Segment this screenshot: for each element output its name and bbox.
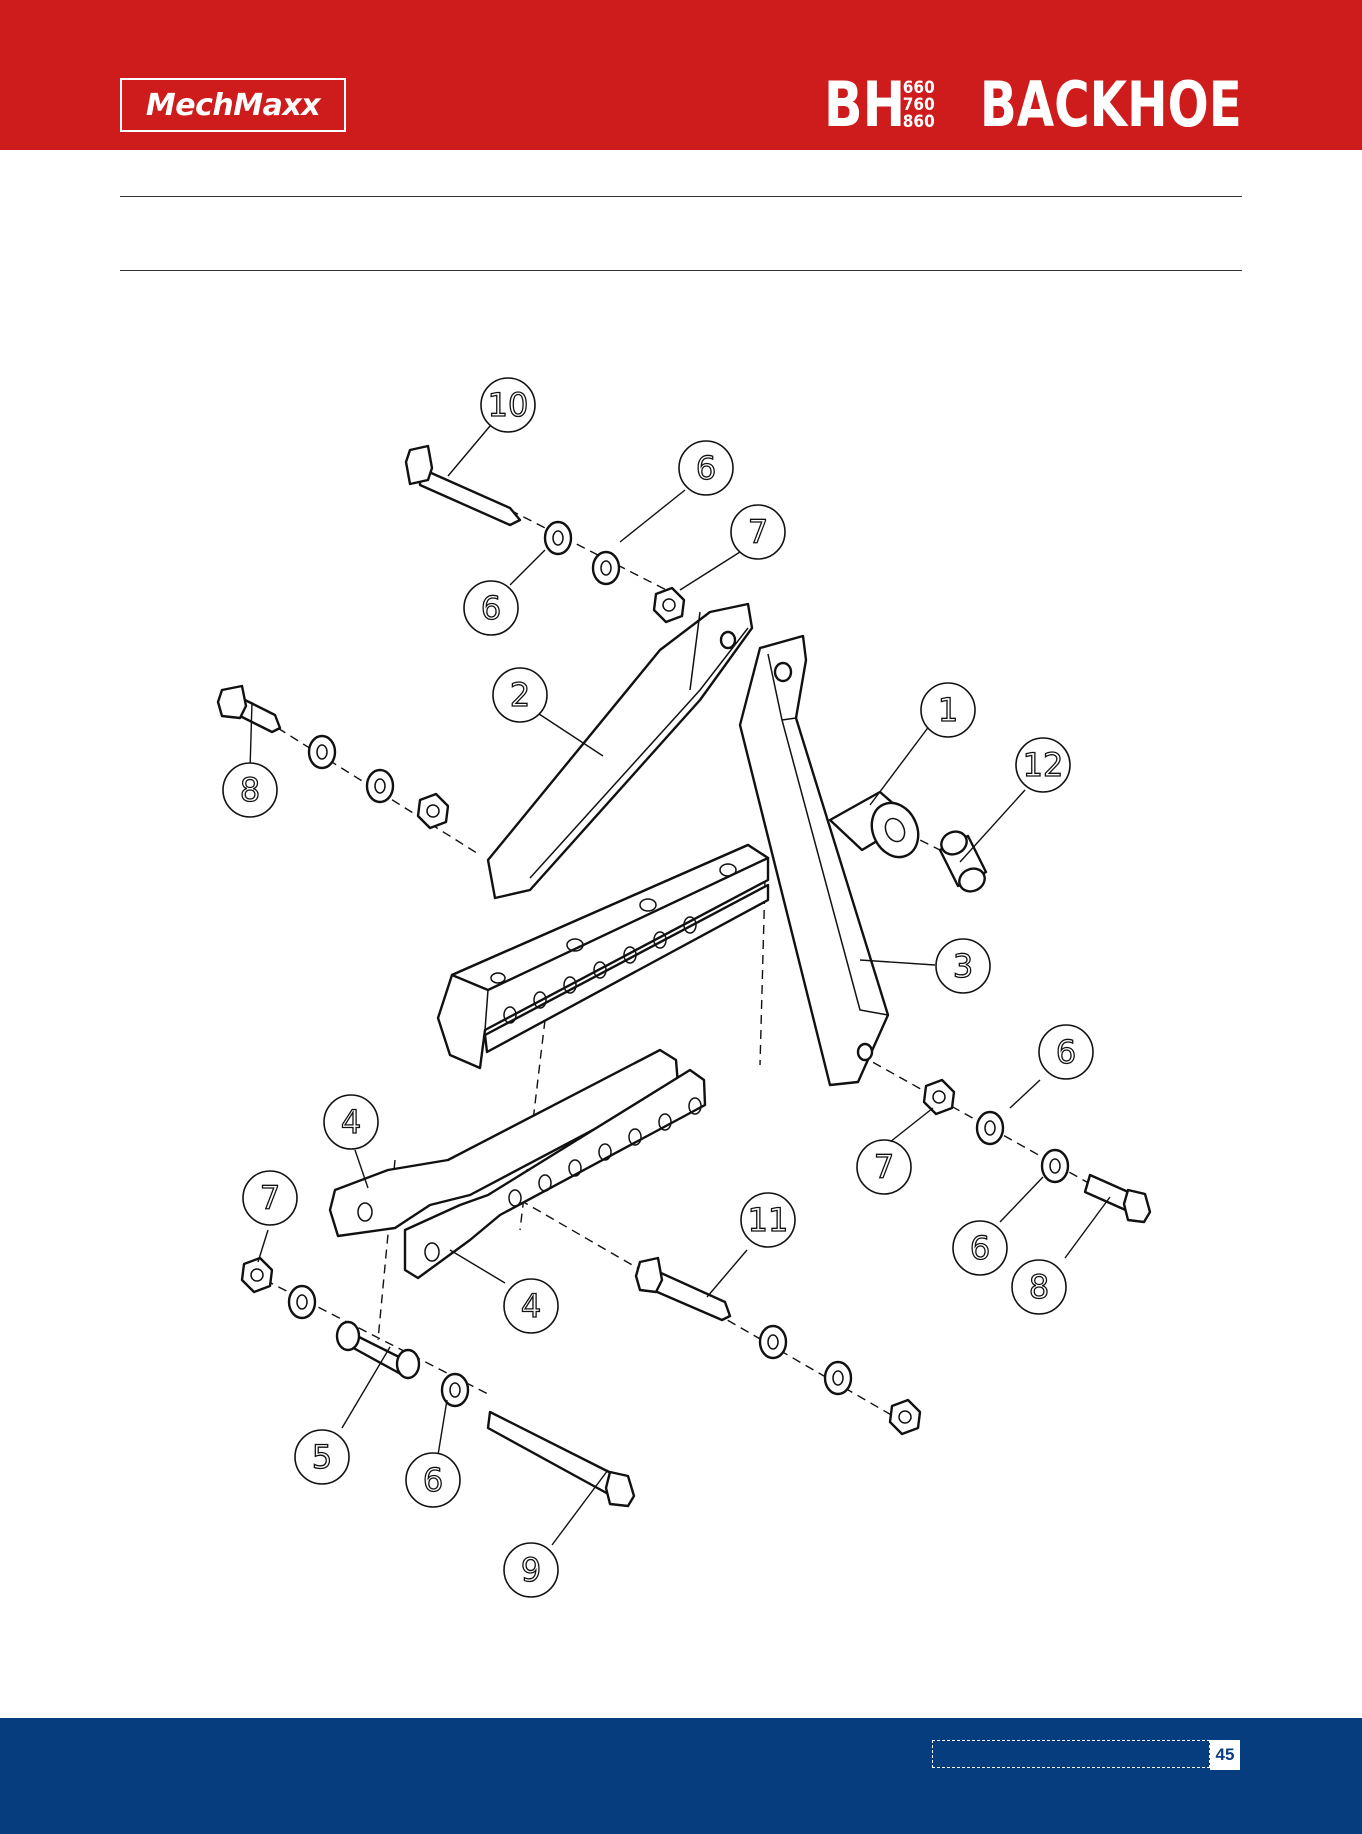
callout-3: 3 [936, 939, 990, 993]
header-bar: MechMaxx BH 660 760 860 BACKHOE [0, 0, 1362, 150]
svg-text:8: 8 [240, 771, 260, 809]
part-9-long-pin [488, 1412, 634, 1506]
svg-text:4: 4 [341, 1103, 361, 1141]
page-number: 45 [1210, 1740, 1240, 1770]
svg-text:5: 5 [312, 1438, 332, 1476]
callout-8-left: 8 [223, 763, 277, 817]
svg-text:1: 1 [938, 691, 958, 729]
mechmaxx-logo: MechMaxx [120, 78, 346, 132]
callout-4-lower: 4 [504, 1279, 558, 1333]
top-rule [120, 196, 1242, 197]
callout-2: 2 [493, 668, 547, 722]
part-2-brace [488, 604, 752, 898]
svg-text:3: 3 [953, 947, 973, 985]
svg-text:9: 9 [521, 1551, 541, 1589]
svg-text:11: 11 [748, 1201, 789, 1239]
callout-6-right-bottom: 6 [953, 1221, 1007, 1275]
callout-7-left: 7 [243, 1171, 297, 1225]
callout-10: 10 [481, 378, 535, 432]
title-backhoe: BACKHOE [980, 74, 1242, 136]
main-frame-channel [438, 845, 768, 1068]
part-1-cross-tube [830, 792, 927, 865]
svg-text:7: 7 [874, 1148, 894, 1186]
callout-8-right: 8 [1012, 1260, 1066, 1314]
model-list: 660 760 860 [903, 80, 935, 131]
svg-text:6: 6 [423, 1461, 443, 1499]
product-title: BH 660 760 860 BACKHOE [806, 70, 1242, 140]
callout-7-right: 7 [857, 1140, 911, 1194]
callout-1: 1 [921, 683, 975, 737]
callout-9: 9 [504, 1543, 558, 1597]
model-860: 860 [903, 114, 935, 131]
page-number-frame [932, 1740, 1210, 1768]
callout-12: 12 [1016, 738, 1070, 792]
exploded-parts-diagram: 10 6 7 6 2 8 1 12 3 6 4 7 7 11 4 6 8 5 6… [0, 330, 1362, 1700]
svg-text:7: 7 [748, 513, 768, 551]
second-rule [120, 270, 1242, 271]
part-8-bolt-left [218, 686, 280, 732]
svg-text:6: 6 [970, 1229, 990, 1267]
callout-6-top-right: 6 [679, 441, 733, 495]
callout-7-top: 7 [731, 505, 785, 559]
callout-6-bottom: 6 [406, 1453, 460, 1507]
footer-bar [0, 1718, 1362, 1834]
svg-text:8: 8 [1029, 1268, 1049, 1306]
callout-4-upper: 4 [324, 1095, 378, 1149]
svg-text:6: 6 [696, 449, 716, 487]
callout-bubbles: 10 6 7 6 2 8 1 12 3 6 4 7 7 11 4 6 8 5 6… [223, 378, 1093, 1597]
svg-text:6: 6 [1056, 1033, 1076, 1071]
callout-11: 11 [741, 1193, 795, 1247]
svg-text:4: 4 [521, 1287, 541, 1325]
callout-6-right-top: 6 [1039, 1025, 1093, 1079]
svg-text:2: 2 [510, 676, 530, 714]
part-5-spacer [337, 1322, 419, 1378]
svg-text:7: 7 [260, 1179, 280, 1217]
part-8-bolt-right [1085, 1175, 1150, 1222]
logo-text: MechMaxx [146, 88, 320, 123]
callout-5: 5 [295, 1430, 349, 1484]
part-12-bushing [938, 828, 989, 896]
part-11-bolt [636, 1258, 730, 1320]
title-prefix: BH [823, 74, 904, 136]
callout-6-top-left: 6 [464, 581, 518, 635]
svg-text:12: 12 [1023, 746, 1064, 784]
svg-text:6: 6 [481, 589, 501, 627]
svg-text:10: 10 [488, 386, 529, 424]
